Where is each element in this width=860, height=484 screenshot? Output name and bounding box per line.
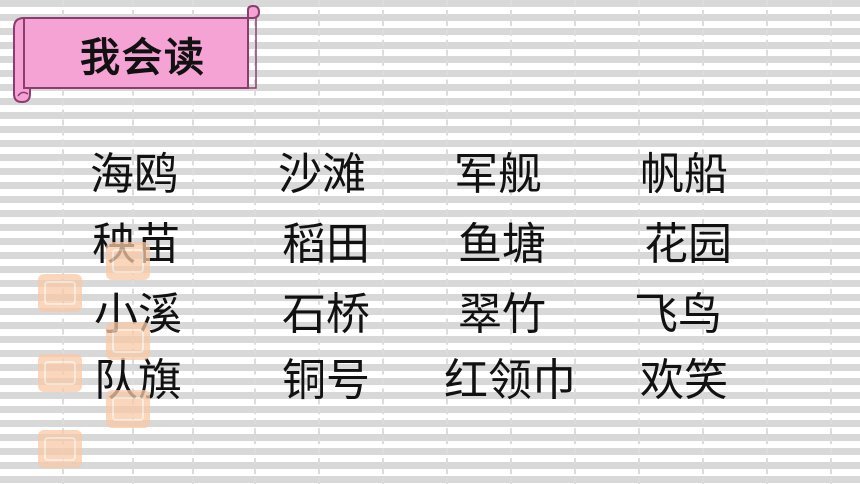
word-row: 队旗 铜号 红领巾 欢笑 <box>0 344 860 406</box>
word-row: 小溪 石桥 翠竹 飞鸟 <box>0 278 860 340</box>
watermark-stamp-icon <box>38 354 82 392</box>
word-item: 海鸥 <box>90 149 178 200</box>
watermark-stamp-icon <box>106 242 150 280</box>
word-item: 红领巾 <box>444 355 576 406</box>
word-row: 海鸥 沙滩 军舰 帆船 <box>0 138 860 200</box>
word-item: 稻田 <box>282 219 370 270</box>
word-item: 飞鸟 <box>634 289 722 340</box>
word-item: 沙滩 <box>278 149 366 200</box>
word-item: 铜号 <box>282 355 370 406</box>
word-item: 石桥 <box>282 289 370 340</box>
title-scroll-banner: 我会读 <box>10 4 262 104</box>
scroll-shape <box>13 4 261 104</box>
watermark-stamp-icon <box>106 322 150 360</box>
watermark-stamp-icon <box>38 430 82 468</box>
watermark-stamp-icon <box>106 390 150 428</box>
word-item: 翠竹 <box>458 289 546 340</box>
watermark-stamp-icon <box>38 274 82 312</box>
word-item: 军舰 <box>454 149 542 200</box>
word-item: 鱼塘 <box>458 219 546 270</box>
word-item: 帆船 <box>640 149 728 200</box>
word-item: 欢笑 <box>640 355 728 406</box>
page-title: 我会读 <box>80 34 206 81</box>
word-item: 花园 <box>644 219 732 270</box>
